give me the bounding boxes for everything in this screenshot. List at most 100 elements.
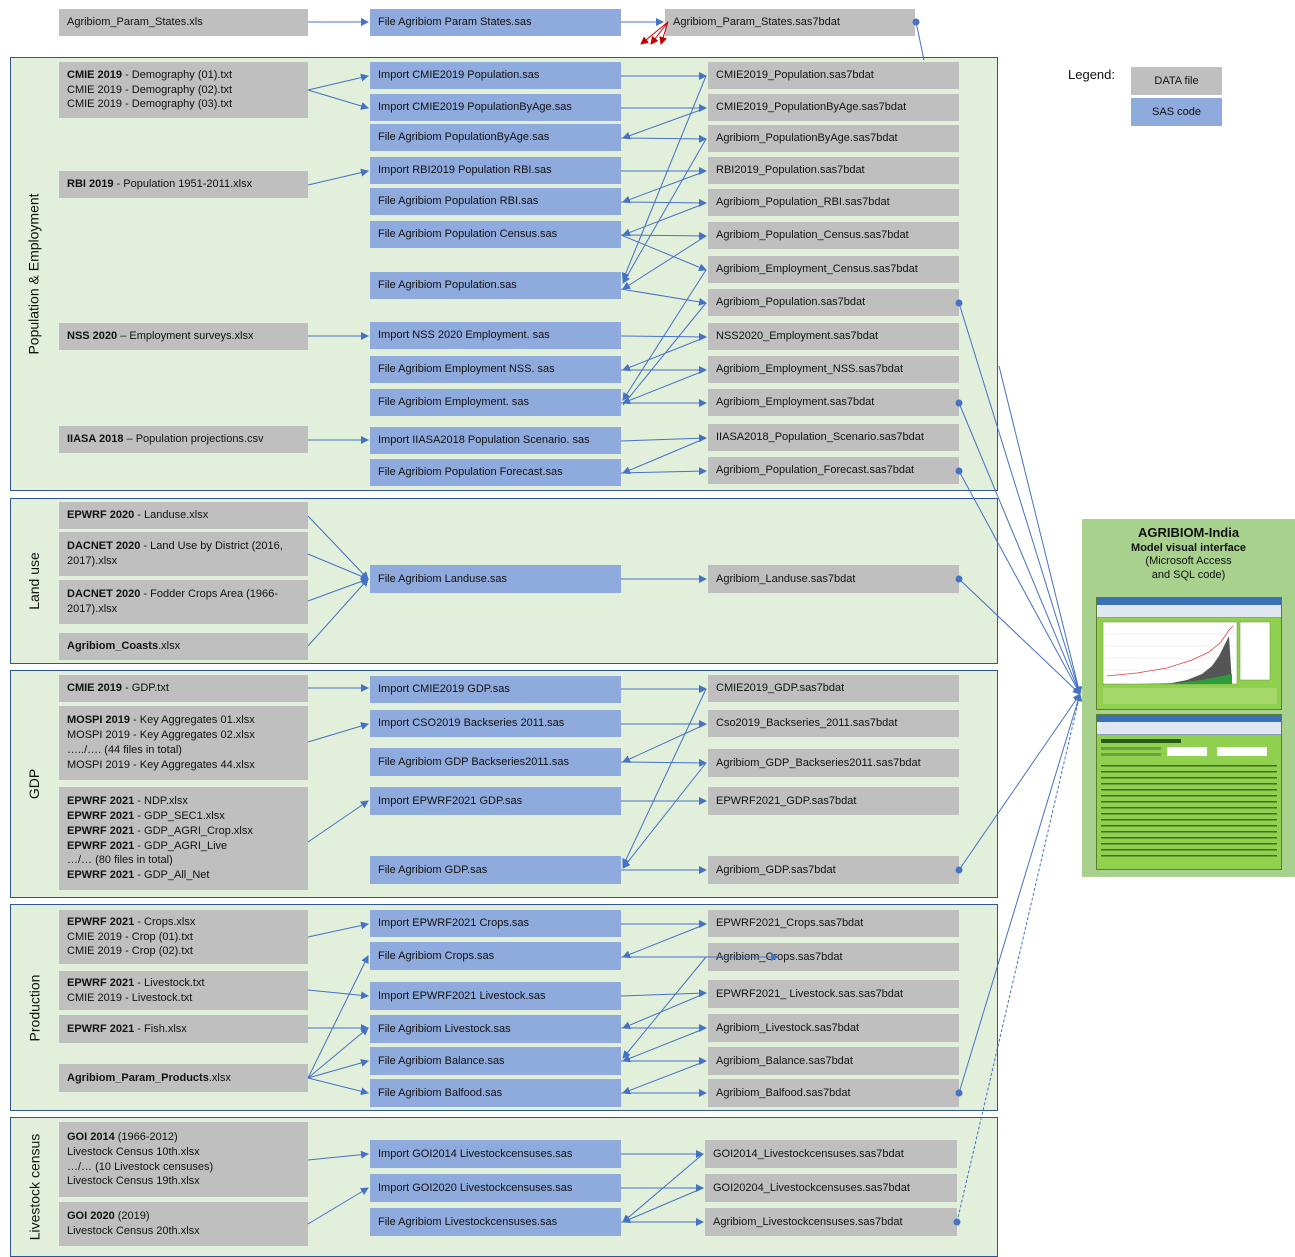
output-dataset-production: Agribiom_Crops.sas7bdat: [708, 943, 959, 971]
sas-code-landuse: File Agribiom Landuse.sas: [370, 565, 621, 593]
model-screenshot-table: [1096, 714, 1282, 870]
source-line: IIASA 2018 – Population projections.csv: [67, 433, 264, 446]
source-file-gdp: CMIE 2019 - GDP.txt: [59, 675, 308, 702]
output-dataset-gdp: Agribiom_GDP_Backseries2011.sas7bdat: [708, 749, 959, 777]
source-line: …../…. (44 files in total): [67, 744, 182, 756]
source-line: CMIE 2019 - Demography (03).txt: [67, 98, 233, 111]
source-line: Agribiom_Coasts.xlsx: [67, 640, 181, 653]
source-line: CMIE 2019 - Livestock.txt: [67, 991, 193, 1004]
sas-code-gdp: Import CMIE2019 GDP.sas: [370, 676, 621, 703]
model-title: AGRIBIOM-India: [1137, 525, 1240, 540]
sas-code-livestock: Import GOI2014 Livestockcensuses.sas: [370, 1140, 621, 1168]
output-dataset-production: Agribiom_Balfood.sas7bdat: [708, 1079, 959, 1107]
sas-code-population: Import RBI2019 Population RBI.sas: [370, 157, 621, 184]
output-dataset-population: Agribiom_Employment.sas7bdat: [708, 389, 959, 416]
legend-sas-code: SAS code: [1131, 98, 1222, 126]
source-line: CMIE 2019 - Demography (01).txt: [67, 68, 233, 81]
source-line: EPWRF 2020 - Landuse.xlsx: [67, 509, 209, 522]
output-dataset-population: Agribiom_Employment_Census.sas7bdat: [708, 256, 959, 283]
output-dataset-population: CMIE2019_PopulationByAge.sas7bdat: [708, 94, 959, 121]
output-dataset-population: CMIE2019_Population.sas7bdat: [708, 62, 959, 89]
source-line: MOSPI 2019 - Key Aggregates 44.xlsx: [67, 758, 255, 771]
source-line: EPWRF 2021 - GDP_AGRI_Crop.xlsx: [67, 824, 253, 837]
output-dataset-population: Agribiom_Employment_NSS.sas7bdat: [708, 356, 959, 383]
param-states-xls: Agribiom_Param_States.xls: [59, 9, 308, 36]
section-label-production: Production: [26, 974, 42, 1041]
source-line: 2017).xlsx: [67, 603, 118, 615]
output-dataset-landuse: Agribiom_Landuse.sas7bdat: [708, 565, 959, 593]
legend-label: Legend:: [1068, 67, 1115, 82]
sas-code-population: Import IIASA2018 Population Scenario. sa…: [370, 427, 621, 454]
sas-code-gdp: Import EPWRF2021 GDP.sas: [370, 787, 621, 815]
sas-code-population: File Agribiom Employment. sas: [370, 389, 621, 416]
source-line: MOSPI 2019 - Key Aggregates 01.xlsx: [67, 714, 255, 727]
model-subtitle: Model visual interface: [1131, 542, 1246, 554]
output-dataset-gdp: EPWRF2021_GDP.sas7bdat: [708, 787, 959, 815]
output-dataset-population: IIASA2018_Population_Scenario.sas7bdat: [708, 424, 959, 451]
section-label-livestock: Livestock census: [26, 1133, 43, 1241]
sas-code-livestock: Import GOI2020 Livestockcensuses.sas: [370, 1174, 621, 1202]
source-line: EPWRF 2021 - Crops.xlsx: [67, 915, 196, 928]
source-line: GOI 2014 (1966-2012): [67, 1130, 178, 1143]
legend-data-file: DATA file: [1131, 67, 1222, 95]
source-line: CMIE 2019 - GDP.txt: [67, 682, 169, 695]
model-screenshot-chart: [1096, 597, 1282, 710]
source-file-production: Agribiom_Param_Products.xlsx: [59, 1064, 308, 1092]
source-line: Agribiom_Param_Products.xlsx: [67, 1071, 231, 1084]
source-line: EPWRF 2021 - Fish.xlsx: [67, 1022, 187, 1035]
source-line: EPWRF 2021 - GDP_All_Net: [67, 869, 210, 882]
param-states-out: Agribiom_Param_States.sas7bdat: [665, 9, 915, 36]
source-line: 2017).xlsx: [67, 555, 118, 567]
source-file-landuse: EPWRF 2020 - Landuse.xlsx: [59, 502, 308, 529]
sas-code-population: Import NSS 2020 Employment. sas: [370, 322, 621, 349]
source-line: …/… (80 files in total): [67, 854, 173, 867]
source-line: DACNET 2020 - Fodder Crops Area (1966-: [67, 588, 278, 601]
output-dataset-production: Agribiom_Balance.sas7bdat: [708, 1047, 959, 1075]
source-file-population: NSS 2020 – Employment surveys.xlsx: [59, 323, 308, 350]
source-line: CMIE 2019 - Crop (01).txt: [67, 930, 193, 943]
source-line: GOI 2020 (2019): [67, 1210, 150, 1223]
sas-code-population: Import CMIE2019 PopulationByAge.sas: [370, 94, 621, 121]
output-dataset-population: NSS2020_Employment.sas7bdat: [708, 323, 959, 350]
source-line: EPWRF 2021 - NDP.xlsx: [67, 794, 188, 807]
source-line: NSS 2020 – Employment surveys.xlsx: [67, 330, 254, 343]
sas-code-population: Import CMIE2019 Population.sas: [370, 62, 621, 89]
output-dataset-population: Agribiom_Population_Forecast.sas7bdat: [708, 457, 959, 484]
model-interface-panel: AGRIBIOM-India Model visual interface (M…: [1082, 519, 1295, 877]
output-dataset-livestock: GOI20204_Livestockcensuses.sas7bdat: [705, 1174, 957, 1202]
output-dataset-production: Agribiom_Livestock.sas7bdat: [708, 1014, 959, 1042]
source-line: MOSPI 2019 - Key Aggregates 02.xlsx: [67, 729, 255, 742]
sas-code-production: File Agribiom Balance.sas: [370, 1047, 621, 1075]
source-line: DACNET 2020 - Land Use by District (2016…: [67, 540, 283, 553]
output-dataset-livestock: GOI2014_Livestockcensuses.sas7bdat: [705, 1140, 957, 1168]
source-file-population: RBI 2019 - Population 1951-2011.xlsx: [59, 171, 308, 198]
source-line: Livestock Census 10th.xlsx: [67, 1145, 200, 1158]
sas-code-production: File Agribiom Balfood.sas: [370, 1079, 621, 1107]
sas-code-production: File Agribiom Crops.sas: [370, 942, 621, 970]
output-dataset-population: Agribiom_Population_RBI.sas7bdat: [708, 189, 959, 216]
output-dataset-gdp: CMIE2019_GDP.sas7bdat: [708, 675, 959, 702]
output-dataset-gdp: Cso2019_Backseries_2011.sas7bdat: [708, 710, 959, 737]
output-dataset-livestock: Agribiom_Livestockcensuses.sas7bdat: [705, 1208, 957, 1236]
output-dataset-gdp: Agribiom_GDP.sas7bdat: [708, 856, 959, 884]
connector-arrow: [998, 365, 1083, 695]
source-line: CMIE 2019 - Demography (02).txt: [67, 83, 233, 96]
source-line: CMIE 2019 - Crop (02).txt: [67, 945, 193, 958]
sas-code-gdp: File Agribiom GDP.sas: [370, 856, 621, 884]
source-line: …/… (10 Livestock censuses): [67, 1160, 214, 1173]
section-label-gdp: GDP: [26, 768, 42, 800]
sas-code-production: Import EPWRF2021 Crops.sas: [370, 910, 621, 937]
source-line: EPWRF 2021 - GDP_SEC1.xlsx: [67, 809, 225, 822]
param-states-sas: File Agribiom Param States.sas: [370, 9, 621, 36]
source-file-production: EPWRF 2021 - Fish.xlsx: [59, 1015, 308, 1043]
sas-code-livestock: File Agribiom Livestockcensuses.sas: [370, 1208, 621, 1236]
output-dataset-population: Agribiom_Population.sas7bdat: [708, 289, 959, 316]
sas-code-production: Import EPWRF2021 Livestock.sas: [370, 982, 621, 1010]
sas-code-population: File Agribiom Employment NSS. sas: [370, 356, 621, 383]
source-line: Livestock Census 20th.xlsx: [67, 1225, 200, 1237]
output-dataset-production: EPWRF2021_Crops.sas7bdat: [708, 910, 959, 937]
connector-arrow: [640, 21, 669, 45]
